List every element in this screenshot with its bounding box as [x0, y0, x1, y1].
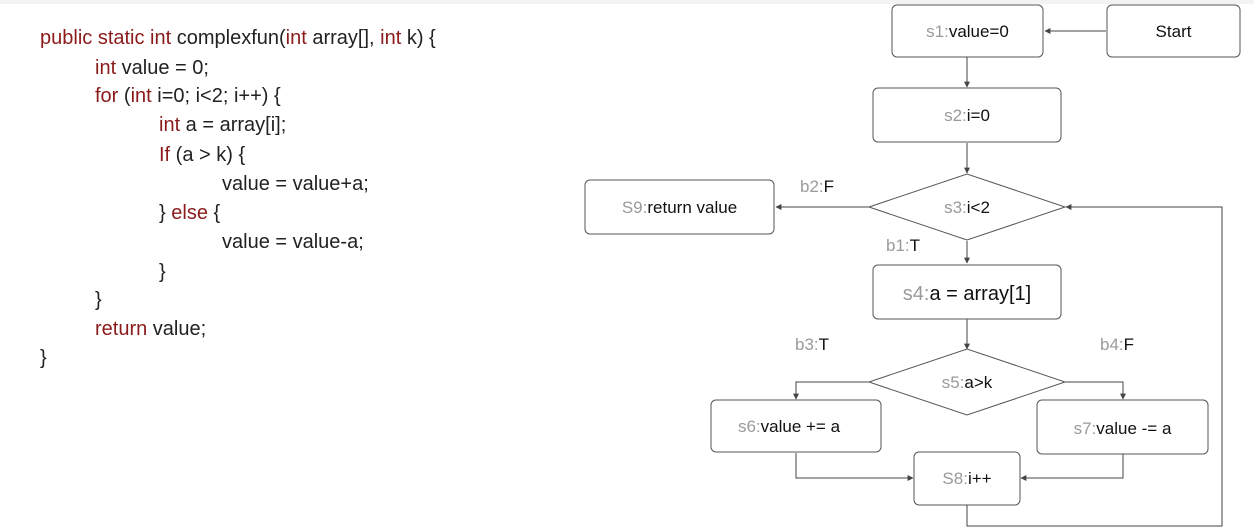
- code-line: public static int complexfun(int array[]…: [40, 28, 436, 48]
- svg-text:s2:i=0: s2:i=0: [944, 106, 990, 125]
- svg-text:s4:a = array[1]: s4:a = array[1]: [903, 283, 1031, 305]
- node-s4: s4:a = array[1]: [872, 264, 1062, 320]
- code-text: value;: [147, 318, 207, 340]
- code-line: return value;: [95, 319, 206, 339]
- code-text: complexfun(: [171, 27, 286, 49]
- code-line: value = value-a;: [222, 232, 364, 252]
- code-text: {: [207, 202, 221, 224]
- code-keyword: int: [130, 85, 152, 107]
- code-line: }: [159, 262, 166, 282]
- code-keyword: public static int: [40, 27, 172, 49]
- svg-text:s6:value += a: s6:value += a: [738, 417, 841, 436]
- node-s7: s7:value -= a: [1036, 399, 1209, 455]
- node-s8: S8:i++: [913, 451, 1021, 506]
- code-text: value = 0;: [116, 57, 209, 79]
- code-keyword: for: [95, 85, 119, 107]
- edge-s5-s6: [793, 381, 869, 400]
- code-text: }: [40, 347, 47, 369]
- code-line: }: [95, 290, 102, 310]
- node-s2: s2:i=0: [872, 87, 1062, 143]
- code-text: (: [118, 85, 131, 107]
- code-text: value = value+a;: [222, 173, 369, 195]
- code-keyword: else: [171, 202, 208, 224]
- svg-text:s7:value -= a: s7:value -= a: [1074, 419, 1172, 438]
- branch-label-b3: b3:T: [795, 335, 829, 354]
- node-s6: s6:value += a: [710, 399, 882, 453]
- code-keyword: int: [285, 27, 307, 49]
- node-start: Start: [1106, 4, 1241, 58]
- edge-s7-s8: [1020, 453, 1124, 481]
- svg-text:Start: Start: [1156, 22, 1192, 41]
- code-keyword: If: [159, 144, 171, 166]
- svg-text:s5:a>k: s5:a>k: [942, 373, 993, 392]
- code-text: value = value-a;: [222, 231, 364, 253]
- code-line: int value = 0;: [95, 58, 209, 78]
- code-keyword: return: [95, 318, 148, 340]
- code-line: }: [40, 348, 47, 368]
- code-text: array[],: [306, 27, 381, 49]
- node-s1: s1:value=0: [891, 4, 1044, 58]
- svg-text:S8:i++: S8:i++: [942, 469, 991, 488]
- code-line: If (a > k) {: [159, 145, 245, 165]
- node-s9: S9:return value: [584, 179, 775, 235]
- top-border: [0, 0, 1254, 4]
- node-s5: s5:a>k: [867, 348, 1067, 416]
- node-s3: s3:i<2: [867, 173, 1067, 241]
- code-keyword: int: [95, 57, 117, 79]
- code-line: int a = array[i];: [159, 115, 286, 135]
- edges: [775, 28, 1223, 527]
- svg-text:S9:return value: S9:return value: [622, 198, 737, 217]
- code-line: value = value+a;: [222, 174, 369, 194]
- branch-label-b1: b1:T: [886, 236, 920, 255]
- code-line: } else {: [159, 203, 220, 223]
- code-text: }: [159, 261, 166, 283]
- code-line: for (int i=0; i<2; i++) {: [95, 86, 281, 106]
- code-text: }: [95, 289, 102, 311]
- branch-label-b2: b2:F: [800, 177, 834, 196]
- svg-text:s1:value=0: s1:value=0: [926, 22, 1009, 41]
- edge-s8-s3-loop: [966, 204, 1223, 527]
- edge-s5-s7: [1065, 381, 1126, 400]
- code-text: k) {: [401, 27, 436, 49]
- code-text: (a > k) {: [170, 144, 246, 166]
- code-keyword: int: [159, 114, 181, 136]
- svg-text:s3:i<2: s3:i<2: [944, 198, 990, 217]
- code-text: }: [159, 202, 172, 224]
- code-text: a = array[i];: [180, 114, 287, 136]
- code-keyword: int: [380, 27, 402, 49]
- branch-label-b4: b4:F: [1100, 335, 1134, 354]
- edge-s6-s8: [795, 453, 914, 481]
- code-text: i=0; i<2; i++) {: [151, 85, 281, 107]
